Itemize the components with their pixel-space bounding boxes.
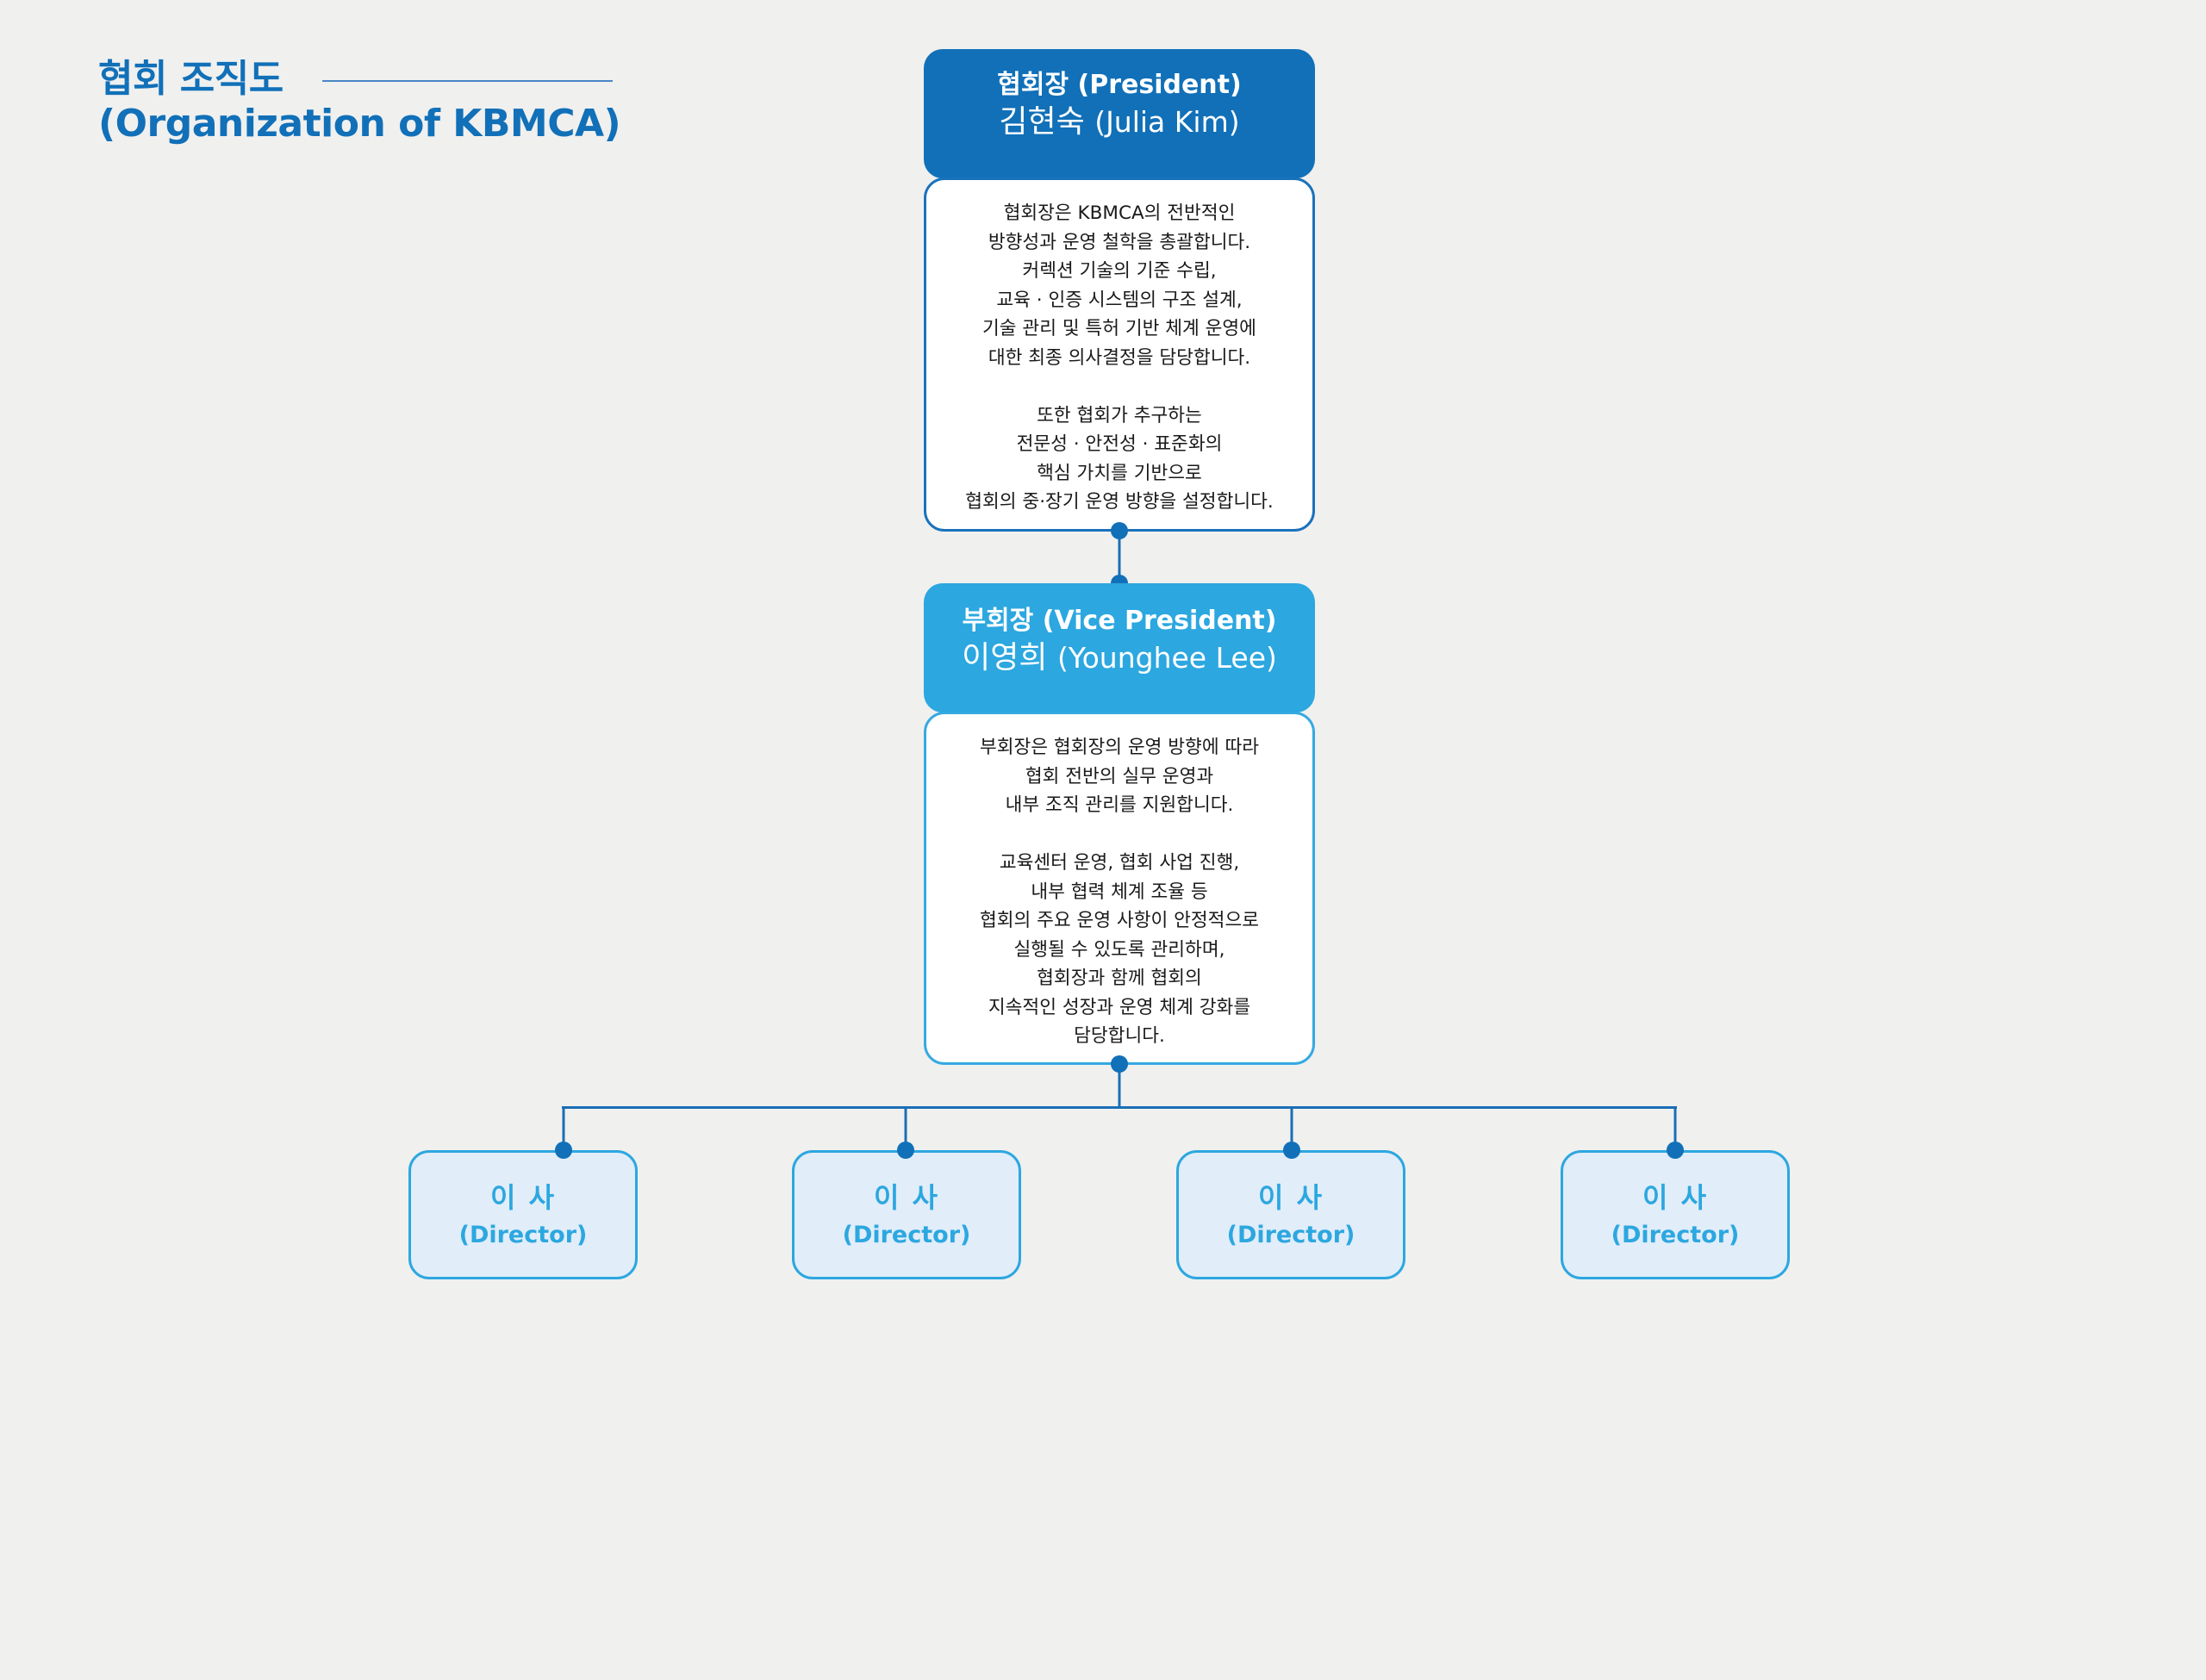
connector-director-1 [562, 1106, 565, 1151]
director-role-korean: 이 사 [1642, 1181, 1709, 1214]
vice-president-description: 부회장은 협회장의 운영 방향에 따라 협회 전반의 실무 운영과 내부 조직 … [924, 712, 1315, 1065]
text-line: 커렉션 기술의 기준 수립, [1022, 260, 1217, 282]
text-line: 협회 전반의 실무 운영과 [1025, 765, 1214, 787]
connector-dot [1667, 1142, 1684, 1159]
vice-president-description-para-1: 부회장은 협회장의 운영 방향에 따라 협회 전반의 실무 운영과 내부 조직 … [926, 733, 1312, 820]
vice-president-name-korean: 이영희 [962, 640, 1048, 675]
director-role-english: (Director) [458, 1222, 588, 1248]
connector-dot [1283, 1142, 1300, 1159]
president-name: 김현숙 (Julia Kim) [924, 103, 1315, 142]
connector-director-3 [1290, 1106, 1293, 1151]
text-line: 내부 협력 체계 조율 등 [1031, 880, 1208, 903]
text-line: 협회의 중·장기 운영 방향을 설정합니다. [965, 491, 1274, 513]
president-header: 협회장 (President) 김현숙 (Julia Kim) [924, 49, 1315, 178]
president-role: 협회장 (President) [997, 70, 1242, 100]
director-box-4: 이 사 (Director) [1561, 1150, 1790, 1279]
president-description-para-1: 협회장은 KBMCA의 전반적인 방향성과 운영 철학을 총괄합니다. 커렉션 … [926, 199, 1312, 372]
page-title-korean: 협회 조직도 [98, 57, 284, 101]
text-line: 지속적인 성장과 운영 체계 강화를 [988, 996, 1251, 1018]
page-title: 협회 조직도 (Organization of KBMCA) [98, 57, 621, 146]
connector-director-2 [904, 1106, 907, 1151]
vice-president-name: 이영희 (Younghee Lee) [924, 638, 1315, 678]
president-name-english: (Julia Kim) [1094, 105, 1240, 139]
connector-president-vp [1118, 531, 1121, 582]
director-role-english: (Director) [842, 1222, 971, 1248]
vice-president-role: 부회장 (Vice President) [962, 606, 1277, 636]
text-line: 교육센터 운영, 협회 사업 진행, [999, 852, 1240, 874]
text-line: 부회장은 협회장의 운영 방향에 따라 [979, 737, 1260, 758]
text-line: 협회의 주요 운영 사항이 안정적으로 [979, 910, 1260, 931]
director-box-3: 이 사 (Director) [1176, 1150, 1405, 1279]
text-line: 전문성 · 안전성 · 표준화의 [1016, 433, 1223, 455]
text-line: 교육 · 인증 시스템의 구조 설계, [996, 289, 1243, 311]
connector-vp-trunk [1118, 1064, 1121, 1109]
director-role-english: (Director) [1611, 1222, 1740, 1248]
text-line: 또한 협회가 추구하는 [1037, 404, 1202, 426]
text-line: 협회장은 KBMCA의 전반적인 [1003, 202, 1236, 224]
connector-dot [1111, 522, 1128, 539]
text-line: 협회장과 함께 협회의 [1037, 968, 1202, 989]
connector-dot [555, 1142, 572, 1159]
director-role-english: (Director) [1226, 1222, 1355, 1248]
director-box-1: 이 사 (Director) [408, 1150, 638, 1279]
text-line: 기술 관리 및 특허 기반 체계 운영에 [982, 318, 1256, 339]
text-line: 방향성과 운영 철학을 총괄합니다. [988, 231, 1251, 253]
connector-dot [1111, 1055, 1128, 1073]
director-role-korean: 이 사 [873, 1181, 940, 1214]
president-name-korean: 김현숙 [999, 104, 1085, 140]
vice-president-description-para-2: 교육센터 운영, 협회 사업 진행, 내부 협력 체계 조율 등 협회의 주요 … [926, 849, 1312, 1051]
connector-director-4 [1673, 1106, 1677, 1151]
director-role-korean: 이 사 [1257, 1181, 1324, 1214]
director-role-korean: 이 사 [489, 1181, 557, 1214]
director-box-2: 이 사 (Director) [792, 1150, 1021, 1279]
text-line: 대한 최종 의사결정을 담당합니다. [988, 346, 1251, 369]
page-title-english: (Organization of KBMCA) [98, 102, 621, 146]
vice-president-header: 부회장 (Vice President) 이영희 (Younghee Lee) [924, 583, 1315, 712]
president-description-para-2: 또한 협회가 추구하는 전문성 · 안전성 · 표준화의 핵심 가치를 기반으로… [926, 401, 1312, 517]
connector-directors-bus [562, 1106, 1677, 1109]
text-line: 실행될 수 있도록 관리하며, [1013, 938, 1225, 961]
president-description: 협회장은 KBMCA의 전반적인 방향성과 운영 철학을 총괄합니다. 커렉션 … [924, 177, 1315, 532]
text-line: 담당합니다. [1074, 1025, 1165, 1047]
text-line: 핵심 가치를 기반으로 [1037, 462, 1202, 484]
text-line: 내부 조직 관리를 지원합니다. [1005, 794, 1234, 816]
connector-dot [897, 1142, 914, 1159]
vice-president-name-english: (Younghee Lee) [1056, 641, 1277, 675]
title-divider [322, 80, 613, 82]
